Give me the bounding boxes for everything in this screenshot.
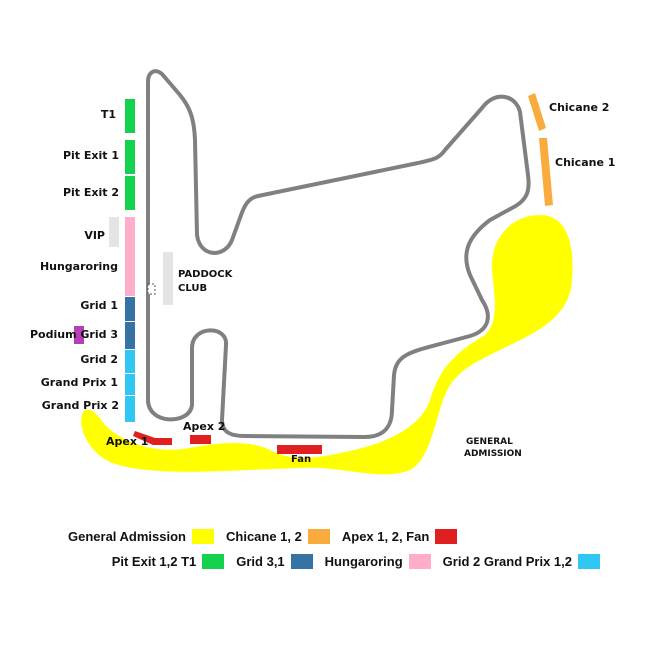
label-apex-1: Apex 1: [106, 435, 149, 448]
label-grid-2: Grid 2: [80, 353, 118, 366]
legend-label-grid2-gp: Grid 2 Grand Prix 1,2: [442, 554, 572, 569]
legend-swatch-apex: [435, 529, 458, 544]
legend-label-apex: Apex 1, 2, Fan: [341, 529, 430, 544]
checkered-flag-icon: [147, 283, 156, 295]
label-pit-exit-1: Pit Exit 1: [62, 149, 119, 162]
label-grid-1: Grid 1: [80, 299, 118, 312]
stand-chicane-2[interactable]: [528, 93, 546, 131]
legend-swatch-chicane: [307, 529, 330, 544]
label-podium: Podium: [30, 328, 77, 341]
legend-swatch-green: [202, 554, 225, 569]
stand-grid-3[interactable]: [125, 322, 135, 349]
stand-grid-2[interactable]: [125, 350, 135, 373]
stand-chicane-1[interactable]: [539, 138, 553, 206]
label-grid-3: Grid 3: [80, 328, 118, 341]
legend-row-2: Pit Exit 1,2 T1 Grid 3,1 Hungaroring Gri…: [112, 554, 600, 569]
label-grand-prix-2: Grand Prix 2: [41, 399, 119, 412]
stand-pit-exit-1[interactable]: [125, 140, 135, 174]
label-club: CLUB: [178, 283, 208, 294]
race-track: [146, 69, 531, 439]
label-grand-prix-1: Grand Prix 1: [40, 376, 118, 389]
stand-apex-2[interactable]: [190, 435, 211, 444]
label-chicane-1: Chicane 1: [555, 156, 616, 169]
stand-podium[interactable]: [74, 326, 84, 344]
legend-label-general-admission: General Admission: [68, 529, 186, 544]
label-pit-exit-2: Pit Exit 2: [62, 186, 119, 199]
legend-swatch-general-admission: [192, 529, 214, 544]
stand-vip[interactable]: [109, 217, 119, 247]
stand-grid-1[interactable]: [125, 297, 135, 321]
legend-label-pit-exit-t1: Pit Exit 1,2 T1: [111, 554, 197, 569]
label-vip: VIP: [84, 229, 105, 242]
label-chicane-2: Chicane 2: [549, 101, 610, 114]
stand-pit-exit-2[interactable]: [125, 176, 135, 210]
label-apex-2: Apex 2: [183, 420, 226, 433]
stand-apex-1[interactable]: [133, 431, 172, 445]
label-paddock: PADDOCK: [178, 269, 233, 280]
legend-label-hungaroring: Hungaroring: [324, 554, 403, 569]
stand-fan[interactable]: [277, 445, 322, 454]
label-ga-2: ADMISSION: [464, 449, 522, 459]
stand-hungaroring[interactable]: [125, 217, 135, 296]
label-t1: T1: [100, 108, 116, 121]
general-admission-area[interactable]: [81, 215, 573, 475]
legend-swatch-cyan: [578, 554, 600, 569]
legend-label-chicane: Chicane 1, 2: [226, 529, 302, 544]
legend-label-grid-31: Grid 3,1: [236, 554, 285, 569]
label-fan: Fan: [291, 454, 312, 465]
stand-grand-prix-1[interactable]: [125, 374, 135, 395]
legend-swatch-grid-31: [290, 554, 313, 569]
label-ga-1: GENERAL: [466, 437, 513, 447]
stand-grand-prix-2[interactable]: [125, 396, 135, 422]
legend-row-1: General Admission Chicane 1, 2 Apex 1, 2…: [68, 529, 458, 544]
legend-swatch-hungaroring: [408, 554, 431, 569]
stand-t1[interactable]: [125, 99, 135, 133]
label-hungaroring: Hungaroring: [39, 260, 118, 273]
stand-paddock-club[interactable]: [163, 252, 173, 305]
